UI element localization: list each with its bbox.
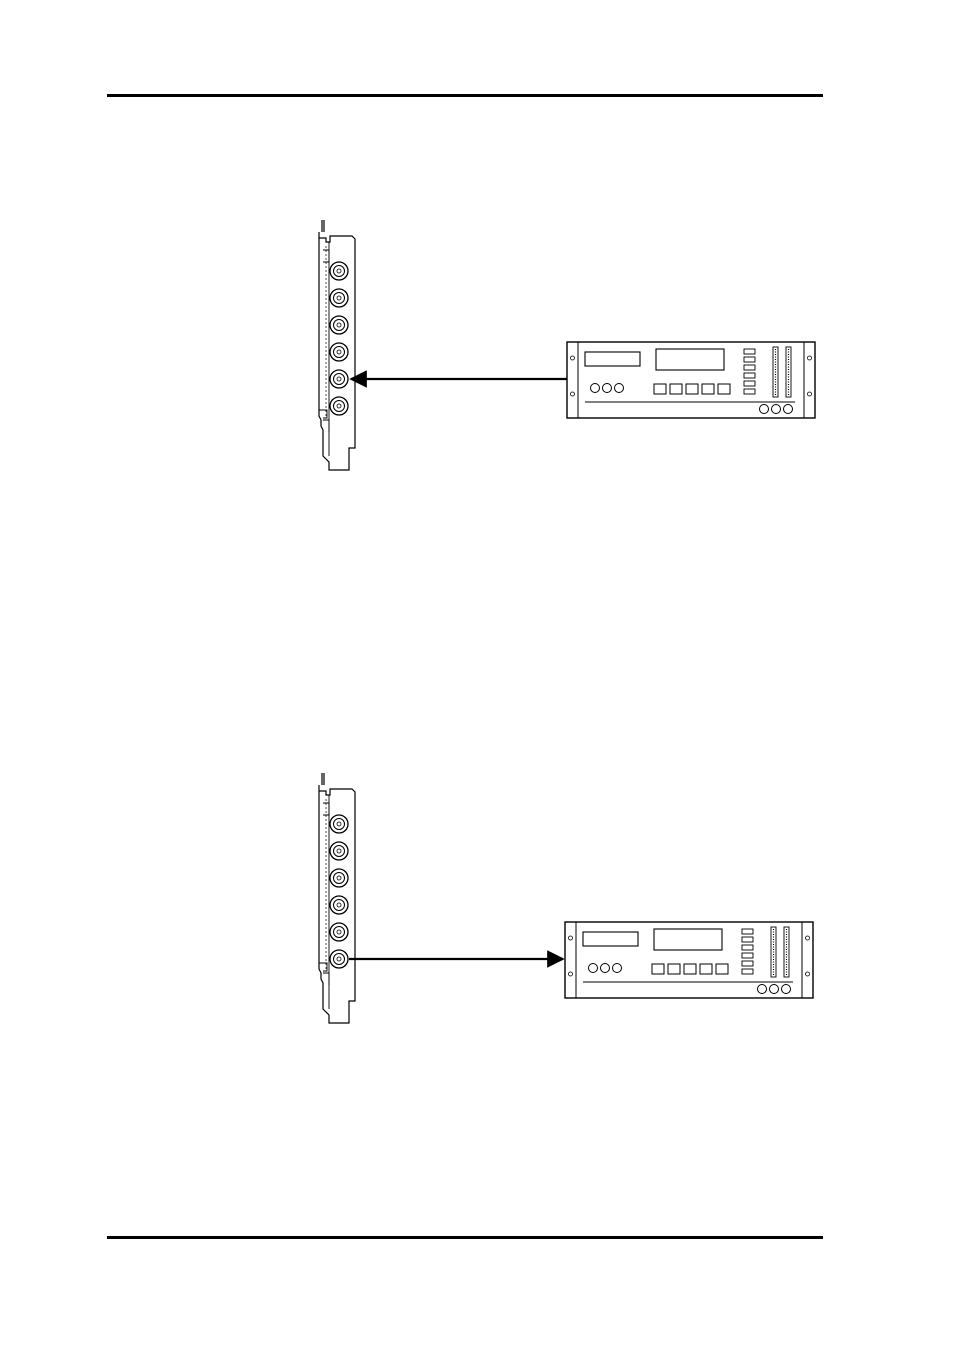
audio-card-bracket xyxy=(319,773,355,1023)
connection-diagram-2 xyxy=(319,773,813,1023)
audio-card-bracket xyxy=(319,220,355,470)
rack-device xyxy=(567,342,815,418)
connection-diagram-1 xyxy=(319,220,815,470)
rack-device xyxy=(565,922,813,998)
